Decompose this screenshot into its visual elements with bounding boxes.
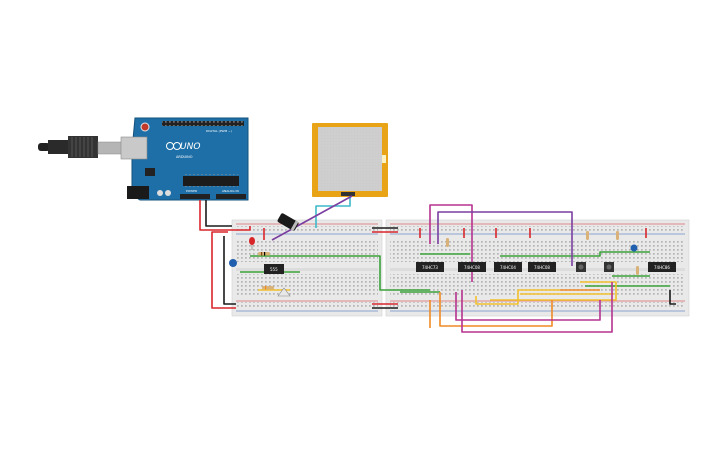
chip-5[interactable]: 74HC86: [648, 262, 676, 272]
left-breadboard: [231, 219, 383, 317]
chip-1-label: 74HC73: [422, 265, 438, 270]
potentiometer[interactable]: [277, 287, 291, 297]
arduino-brand-text: ARDUINO: [176, 155, 193, 159]
wires[interactable]: [199, 195, 676, 333]
voltage-regulator: [145, 168, 155, 176]
resistor-right-1[interactable]: [586, 231, 589, 240]
wire-orange-1[interactable]: [439, 292, 553, 327]
wire-clock-out[interactable]: [250, 255, 430, 291]
wire-left-power-rail[interactable]: [211, 231, 236, 309]
left-components: 555: [229, 213, 299, 297]
power-header-label: POWER: [186, 189, 197, 193]
right-components: [446, 231, 639, 275]
chip-1[interactable]: 74HC73: [416, 262, 444, 272]
chip-2[interactable]: 74HC08: [458, 262, 486, 272]
reset-button[interactable]: [140, 122, 150, 132]
wire-magenta-2[interactable]: [461, 282, 613, 333]
wire-right-gnd[interactable]: [669, 290, 676, 305]
capacitor-right[interactable]: [630, 244, 638, 252]
resistor-left-2[interactable]: [262, 286, 274, 290]
logic-chips: 74HC73 74HC08 74HC04 74HC08 74HC86: [416, 262, 676, 272]
chip-4[interactable]: 74HC08: [528, 262, 556, 272]
chip-3-label: 74HC04: [500, 265, 516, 270]
wire-magenta-3[interactable]: [455, 292, 601, 321]
keypad-connector: [341, 192, 355, 196]
wire-magenta-1[interactable]: [429, 204, 473, 282]
chip-2-label: 74HC08: [464, 265, 480, 270]
resistor-right-4[interactable]: [446, 238, 449, 247]
wire-yellow-2[interactable]: [490, 281, 617, 301]
resistor-right-3[interactable]: [636, 266, 639, 275]
chip-5-label: 74HC86: [654, 265, 670, 270]
atmega-chip: [183, 176, 239, 186]
power-jack: [127, 186, 149, 199]
wire-5v[interactable]: [199, 200, 251, 231]
digital-header-label: DIGITAL (PWM ~): [206, 129, 232, 133]
resistor-right-2[interactable]: [616, 231, 619, 240]
wire-keypad-2[interactable]: [271, 195, 353, 241]
wire-gnd[interactable]: [205, 200, 232, 227]
wire-green-2[interactable]: [500, 251, 650, 257]
diode[interactable]: [277, 213, 299, 232]
wire-yellow-1[interactable]: [475, 289, 560, 305]
arduino-uno-logo: UNO: [180, 142, 200, 152]
pushbutton-2[interactable]: [604, 262, 614, 272]
power-header: [180, 194, 210, 199]
resistor-left-1[interactable]: [258, 252, 270, 256]
analog-header: [216, 194, 246, 199]
timer-555-chip[interactable]: 555: [264, 264, 284, 274]
chip-3[interactable]: 74HC04: [494, 262, 522, 272]
wire-left-ground-rail[interactable]: [223, 236, 236, 305]
wire-purple-1[interactable]: [437, 211, 573, 266]
keypad-module[interactable]: [312, 123, 388, 197]
usb-port: [120, 136, 148, 160]
timer-555-label: 555: [270, 267, 278, 272]
red-led[interactable]: [249, 237, 255, 250]
pushbutton-1[interactable]: [576, 262, 586, 272]
arduino-uno-board[interactable]: DIGITAL (PWM ~) UNO ARDUINO POWER ANALOG…: [120, 117, 249, 201]
capacitor-blue[interactable]: [229, 259, 237, 267]
analog-header-label: ANALOG IN: [222, 189, 239, 193]
usb-cable: [38, 136, 123, 158]
chip-4-label: 74HC08: [534, 265, 550, 270]
